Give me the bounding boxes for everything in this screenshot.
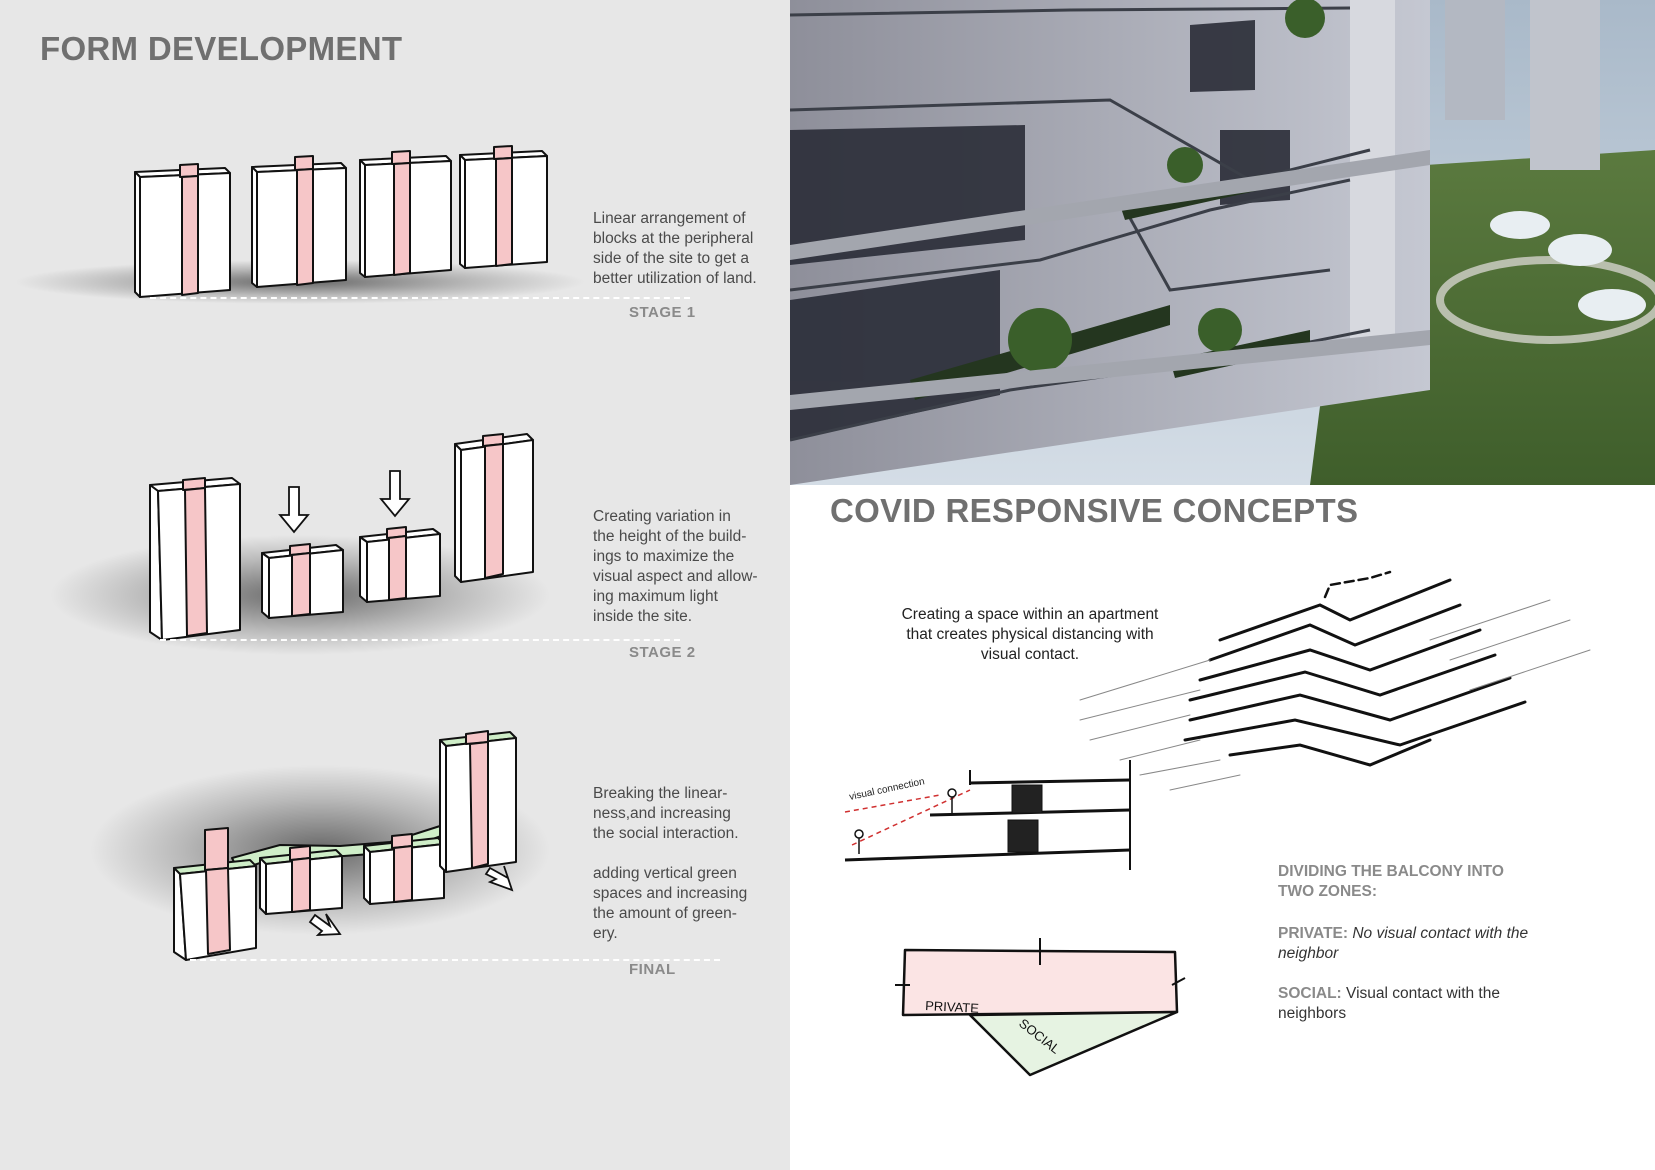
stage2-description: Creating variation in the height of the …: [593, 508, 758, 625]
stage1-ground-line: [150, 297, 690, 299]
zone-social-key: SOCIAL:: [1278, 985, 1342, 1002]
stage2-low-block-1: [261, 543, 344, 619]
final-label: FINAL: [629, 961, 676, 978]
zone-private-key: PRIVATE:: [1278, 925, 1349, 942]
stage2-tall-block-left: [149, 477, 241, 641]
visual-connection-label: visual connection: [848, 776, 925, 803]
final-block-mid-2: [363, 833, 445, 905]
covid-sketches: visual connection PRIVATE SOCIAL: [844, 570, 1591, 1077]
stage1-block-3: [359, 150, 452, 278]
down-arrow-icon: [278, 486, 310, 534]
section-sketch: [844, 760, 1131, 870]
final-block-left: [173, 827, 257, 961]
private-plan-label: PRIVATE: [925, 998, 980, 1016]
zone-social: SOCIAL: Visual contact with the neighbor…: [1278, 984, 1548, 1024]
zone-social-desc: Visual contact with the neighbors: [1278, 985, 1500, 1022]
covid-title: COVID RESPONSIVE CONCEPTS: [830, 492, 1359, 529]
staggered-balcony-sketch: [1079, 570, 1591, 791]
stage1-block-2: [251, 155, 347, 288]
form-development-panel: FORM DEVELOPMENT: [0, 0, 790, 1170]
balcony-plan-sketch: [895, 938, 1186, 1077]
stage2-tall-block-right: [454, 433, 534, 583]
final-block-right: [439, 730, 517, 873]
stage2-ground-line: [160, 639, 680, 641]
final-ground-line: [190, 959, 720, 961]
stage2-low-block-2: [359, 526, 441, 603]
balcony-zone-notes: DIVIDING THE BALCONY INTO TWO ZONES: PRI…: [1278, 862, 1548, 1044]
stage1-block-4: [459, 145, 548, 269]
final-block-mid-1: [259, 845, 343, 915]
stage1-description: Linear arrangement of blocks at the peri…: [593, 210, 757, 287]
form-development-title: FORM DEVELOPMENT: [40, 30, 403, 67]
down-arrow-icon: [379, 470, 411, 518]
social-zone: [968, 1010, 1179, 1077]
final-description: Breaking the linear- ness,and increasing…: [593, 785, 748, 942]
stage1-block-1: [134, 163, 231, 298]
diagonal-arrow-icon: [484, 865, 514, 892]
zone-private-desc: No visual contact with the neighbor: [1278, 925, 1529, 962]
stage2-label: STAGE 2: [629, 644, 696, 661]
stage1-label: STAGE 1: [629, 304, 696, 321]
balcony-heading: DIVIDING THE BALCONY INTO TWO ZONES:: [1278, 863, 1504, 900]
covid-caption: Creating a space within an apartment tha…: [901, 606, 1159, 663]
building-render-image: [790, 0, 1655, 485]
diagonal-arrow-icon: [308, 913, 342, 937]
massing-diagrams: [15, 145, 585, 961]
zone-private: PRIVATE: No visual contact with the neig…: [1278, 924, 1548, 964]
covid-panel: COVID RESPONSIVE CONCEPTS Creating a spa…: [790, 0, 1655, 1170]
